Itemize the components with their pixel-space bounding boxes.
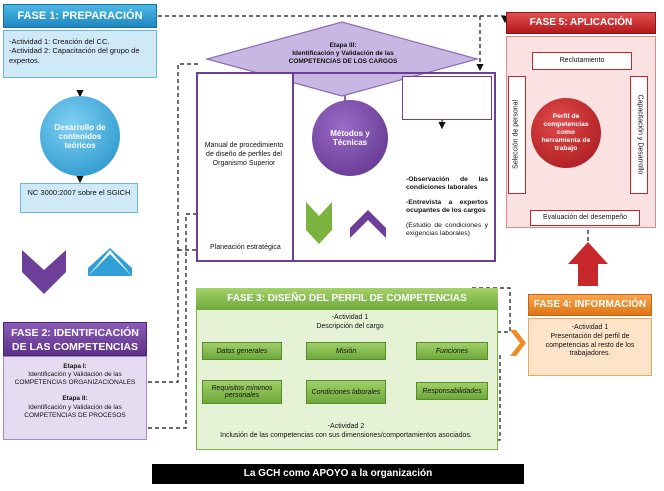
interview-label: -Entrevista a expertos ocupantes de los … (406, 198, 488, 215)
phase1-circle: Desarrollo de contenidos teóricos (40, 96, 120, 176)
phase3-act2: -Actividad 2 Inclusión de las competenci… (220, 423, 472, 439)
red-up-arrow-shape (568, 242, 608, 286)
stage2-label: Etapa II: (62, 395, 88, 403)
orange-chevron-right-shape (510, 330, 526, 356)
phase2-title: FASE 2: IDENTIFICACIÓN DE LAS COMPETENCI… (3, 322, 147, 356)
btn-mision: Misión (306, 342, 386, 360)
btn-condiciones: Condiciones laborales (306, 380, 386, 404)
phase5-title: FASE 5: APLICACIÓN (506, 12, 656, 34)
phase1-activities: -Actividad 1: Creación del CC. -Activida… (3, 30, 157, 78)
btn-datos-generales: Datos generales (202, 342, 282, 360)
purple-chevron-up-shape (350, 210, 386, 238)
phase2-stages: Etapa I: Identificación y Validación de … (3, 356, 147, 440)
recruitment-box: Reclutamiento (532, 52, 632, 70)
phase1-nc-box: NC 3000:2007 sobre el SGICH (20, 183, 138, 213)
top-right-box (402, 76, 492, 120)
selection-text: Selección de personal (512, 99, 520, 169)
green-chevron-down-shape (306, 202, 332, 244)
selection-box (508, 76, 526, 194)
btn-funciones: Funciones (416, 342, 488, 360)
stage1-label: Etapa I: (63, 363, 87, 370)
phase1-circle-text: Desarrollo de contenidos teóricos (54, 122, 106, 150)
blue-chevron-up-shape (88, 248, 132, 276)
phase4-title: FASE 4: INFORMACIÓN (528, 294, 652, 316)
phase3-act1: -Actividad 1 Descripción del cargo (316, 314, 384, 330)
observation-box: -Observación de las condiciones laborale… (402, 172, 492, 260)
training-box (630, 76, 648, 194)
btn-responsabilidades: Responsabilidades (416, 382, 488, 400)
manual-box (196, 72, 294, 262)
stage1-text: Identificación y Validación de las COMPE… (14, 371, 136, 387)
footer-banner: La GCH como APOYO a la organización (152, 464, 524, 484)
phase3-panel (196, 288, 498, 450)
methods-circle-text: Métodos y Técnicas (330, 129, 370, 147)
stage2-text: Identificación y Validación de las COMPE… (24, 403, 126, 419)
stage3-text: Etapa III: Identificación y Validación d… (268, 42, 418, 65)
purple-chevron-down-shape (22, 250, 66, 294)
planning-text: Planeación estratégica (210, 244, 281, 251)
stage3-label: Etapa III: (329, 42, 357, 49)
phase3-title: FASE 3: DISEÑO DEL PERFIL DE COMPETENCIA… (196, 288, 498, 310)
phase5-circle-text: Perfil de competencias como herramienta … (541, 113, 591, 152)
study-text: (Estudio de condiciones y exigencias lab… (406, 221, 488, 238)
obs-label: -Observación de las condiciones laborale… (406, 176, 488, 192)
evaluation-box: Evaluación del desempeño (530, 210, 640, 226)
stage3-desc: Identificación y Validación de las COMPE… (288, 49, 398, 65)
phase1-title: FASE 1: PREPARACIÓN (3, 4, 157, 28)
training-text: Capacitación y Desarrollo (636, 94, 644, 175)
phase4-text: -Actividad 1 Presentación del perfil de … (528, 318, 652, 376)
phase5-circle: Perfil de competencias como herramienta … (531, 98, 601, 168)
manual-text: Manual de procedimiento de diseño de per… (204, 142, 284, 167)
methods-circle: Métodos y Técnicas (312, 100, 388, 176)
btn-requisitos: Requisitos mínimos personales (202, 380, 282, 404)
